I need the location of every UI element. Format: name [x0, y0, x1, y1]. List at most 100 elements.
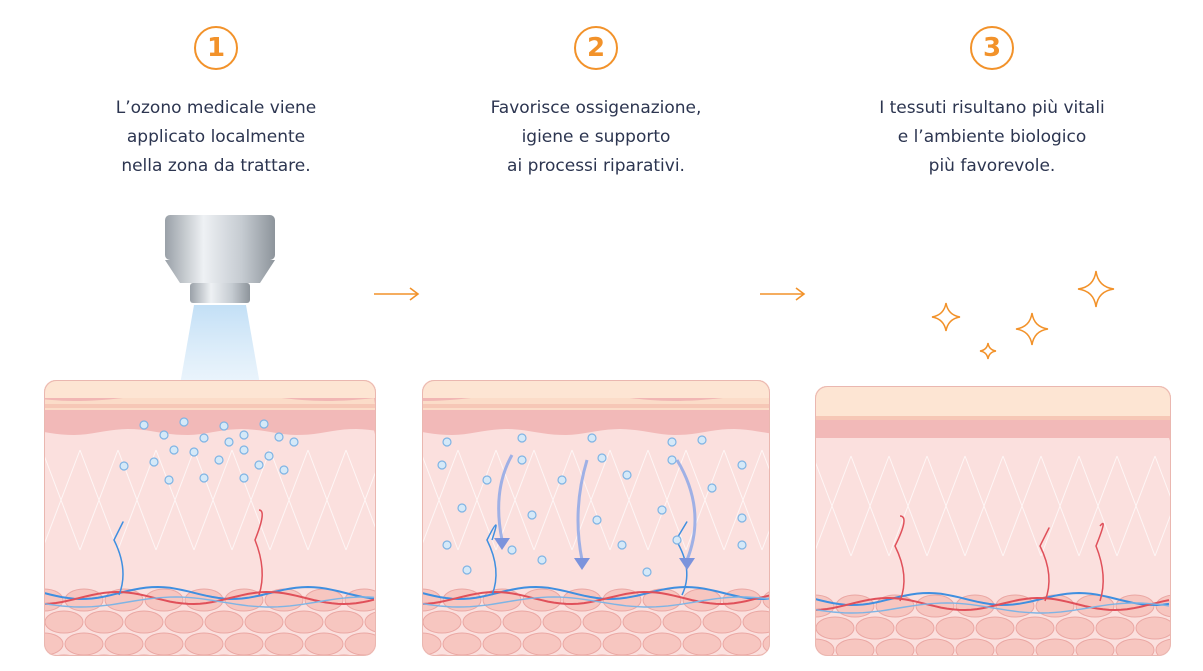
oxygen-bubble: [667, 455, 677, 465]
vein: [815, 602, 1170, 614]
fat-cell: [264, 632, 304, 656]
step-2-number: 2: [574, 26, 618, 70]
fat-cell: [762, 632, 770, 656]
fat-cell: [304, 632, 344, 656]
oxygen-bubble: [482, 475, 492, 485]
vessels: [422, 521, 770, 608]
fat-cell: [1135, 616, 1171, 640]
fat-cell: [975, 616, 1015, 640]
oxygen-bubble: [159, 430, 169, 440]
fat-cell: [224, 632, 264, 656]
oxygen-bubble: [199, 473, 209, 483]
fat-cell: [164, 610, 204, 634]
oxygen-bubble: [587, 433, 597, 443]
oxygen-bubble: [617, 540, 627, 550]
artery: [44, 590, 375, 606]
collagen-mesh: [44, 449, 376, 551]
oxygen-bubble: [289, 437, 299, 447]
fat-cell: [1055, 616, 1095, 640]
fat-cell: [722, 632, 762, 656]
step-1-line-3: nella zona da trattare.: [121, 156, 311, 176]
oxygen-bubble: [199, 433, 209, 443]
fat-cell: [1115, 594, 1155, 618]
oxygen-bubble: [169, 445, 179, 455]
flow-arrow: [497, 454, 514, 541]
step-3-line-2: e l’ambiente biologico: [897, 127, 1087, 147]
oxygen-bubble: [557, 475, 567, 485]
fat-cell: [702, 610, 742, 634]
oxygen-bubbles: [119, 417, 299, 485]
collagen-mesh: [815, 455, 1171, 557]
oxygen-bubble: [189, 447, 199, 457]
oxygen-bubble: [254, 460, 264, 470]
oxygen-bubble: [622, 470, 632, 480]
oxygen-bubble: [597, 453, 607, 463]
fat-cell: [502, 610, 542, 634]
oxygen-bubble: [657, 505, 667, 515]
step-3-line-1: I tessuti risultano più vitali: [879, 98, 1105, 118]
oxygen-bubble: [527, 510, 537, 520]
step-2-line-1: Favorisce ossigenazione,: [490, 98, 702, 118]
oxygen-bubble: [442, 540, 452, 550]
step-2: 2 Favorisce ossigenazione, igiene e supp…: [426, 0, 766, 181]
vein: [44, 596, 375, 608]
fat-cell: [855, 616, 895, 640]
vein: [422, 585, 770, 601]
fat-cell: [144, 632, 184, 656]
oxygen-bubble: [642, 567, 652, 577]
oxygen-bubble: [279, 465, 289, 475]
fat-cell: [662, 610, 702, 634]
sparkle-icon: [979, 342, 997, 360]
oxygen-bubble: [462, 565, 472, 575]
fat-cell: [522, 632, 562, 656]
capillary: [113, 521, 124, 596]
flow-arrow-head: [679, 558, 695, 570]
fat-cell: [44, 610, 84, 634]
step-2-description: Favorisce ossigenazione, igiene e suppor…: [426, 94, 766, 181]
fat-cell: [602, 632, 642, 656]
sparkle-icon: [1077, 270, 1115, 308]
fat-cell: [642, 632, 682, 656]
oxygen-bubble: [274, 432, 284, 442]
step-1-line-2: applicato localmente: [126, 127, 306, 147]
fat-layer: [422, 588, 770, 656]
skin-panel-2: [422, 380, 770, 656]
oxygen-bubbles: [437, 433, 747, 577]
step-3-description: I tessuti risultano più vitali e l’ambie…: [822, 94, 1162, 181]
oxygen-bubble: [442, 437, 452, 447]
capillary: [1039, 527, 1050, 602]
fat-cell: [622, 610, 662, 634]
oxygen-bubble: [737, 460, 747, 470]
oxygen-bubble: [164, 475, 174, 485]
oxygen-bubble: [219, 421, 229, 431]
oxygen-bubble: [149, 457, 159, 467]
capillary: [894, 515, 905, 602]
step-2-line-3: ai processi riparativi.: [507, 156, 685, 176]
fat-cell: [104, 632, 144, 656]
vein: [422, 596, 770, 608]
fat-cell: [895, 616, 935, 640]
oxygen-bubble: [264, 451, 274, 461]
oxygen-bubble: [139, 420, 149, 430]
oxygen-bubble: [737, 513, 747, 523]
fat-cell: [244, 610, 284, 634]
flow-arrow-icon: [760, 287, 806, 301]
oxygen-bubble: [667, 437, 677, 447]
fat-cell: [815, 616, 855, 640]
fat-cell: [582, 610, 622, 634]
oxygen-bubble: [239, 445, 249, 455]
fat-cell: [562, 632, 602, 656]
fat-cell: [1095, 616, 1135, 640]
fat-cell: [422, 610, 462, 634]
fat-cell: [722, 588, 762, 612]
flow-arrow-head: [494, 538, 510, 550]
capillary: [254, 509, 263, 596]
step-3-number: 3: [970, 26, 1014, 70]
sparkle-group: [931, 270, 1115, 360]
fat-cell: [284, 610, 324, 634]
fat-cell: [44, 632, 64, 656]
skin-panel-3: [815, 386, 1171, 656]
oxygen-bubble: [592, 515, 602, 525]
sparkle-icon: [1015, 312, 1049, 346]
oxygen-bubble: [737, 540, 747, 550]
